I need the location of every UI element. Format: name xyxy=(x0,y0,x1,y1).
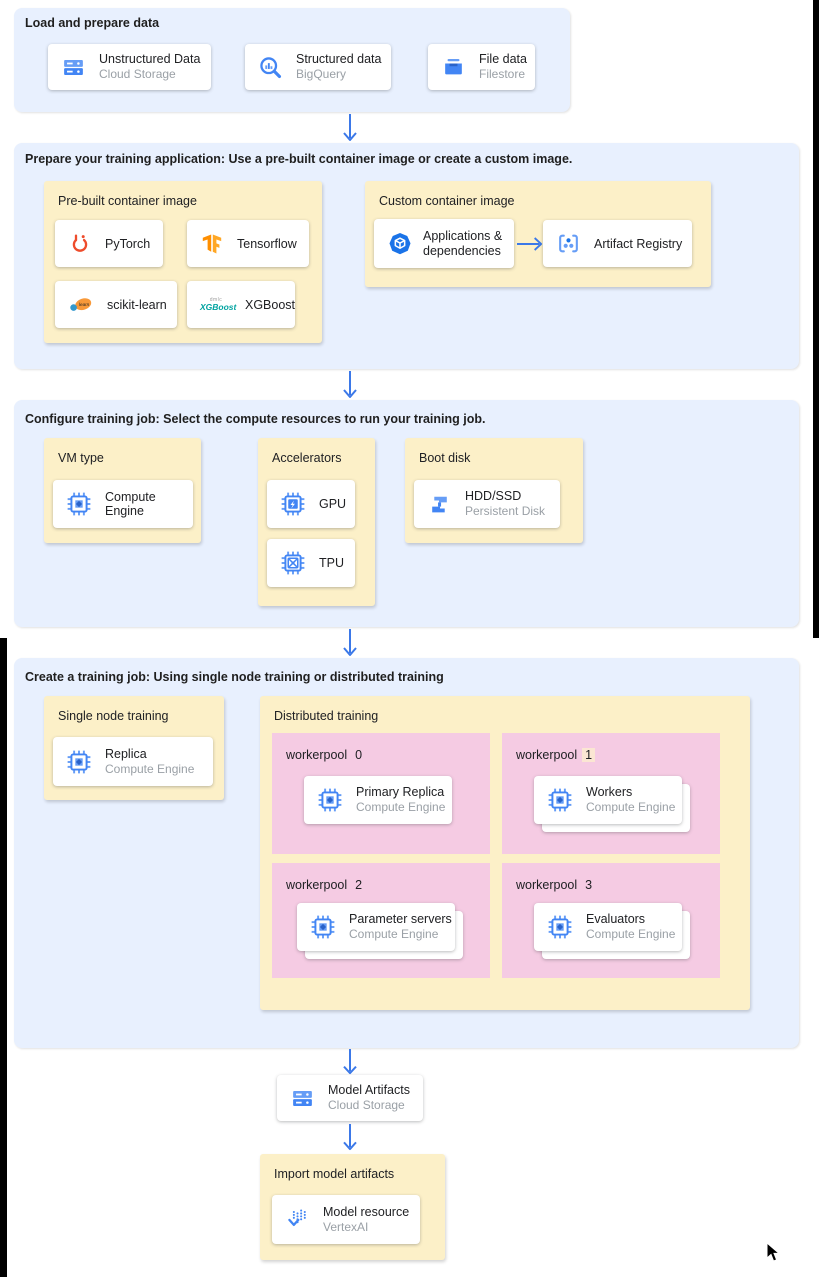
flow-arrow-down xyxy=(342,114,358,142)
card-scikit-learn: learn scikit-learn xyxy=(55,281,177,328)
panel-label: Boot disk xyxy=(419,451,471,465)
tensorflow-icon xyxy=(200,232,224,256)
card-title: scikit-learn xyxy=(107,297,167,312)
card-title: Model Artifacts xyxy=(328,1083,410,1097)
filestore-icon xyxy=(441,55,466,80)
flow-arrow-down xyxy=(342,1124,358,1151)
card-subtitle: Compute Engine xyxy=(586,927,676,941)
flow-arrow-down xyxy=(342,629,358,657)
persistent-disk-icon xyxy=(427,492,452,517)
card-title: Compute Engine xyxy=(105,490,156,518)
panel-label: Import model artifacts xyxy=(274,1167,395,1181)
card-title: Artifact Registry xyxy=(594,236,683,251)
card-artifact-registry: Artifact Registry xyxy=(543,220,692,267)
card-hdd-ssd: HDD/SSD Persistent Disk xyxy=(414,480,560,528)
card-title: HDD/SSD xyxy=(465,489,522,503)
card-title: XGBoost xyxy=(245,297,296,312)
card-tpu: TPU xyxy=(267,539,355,587)
svg-text:learn: learn xyxy=(79,302,90,307)
compute-engine-icon xyxy=(66,491,92,517)
card-parameter-servers: Parameter servers Compute Engine xyxy=(297,903,455,951)
flow-arrow-down xyxy=(342,1049,358,1075)
mouse-cursor xyxy=(766,1242,781,1262)
compute-engine-icon xyxy=(547,914,573,940)
card-file-data: File data Filestore xyxy=(428,44,535,90)
panel-label: Pre-built container image xyxy=(58,194,197,208)
compute-engine-icon xyxy=(310,914,336,940)
card-gpu: GPU xyxy=(267,480,355,528)
compute-engine-icon xyxy=(66,749,92,775)
right-edge-black-strip xyxy=(813,0,819,638)
card-title: File data xyxy=(479,52,527,66)
card-title: Evaluators xyxy=(586,912,646,926)
compute-engine-icon xyxy=(547,787,573,813)
card-title: Applications & dependencies xyxy=(423,228,503,258)
applications-dependencies-icon xyxy=(387,231,413,257)
card-primary-replica: Primary Replica Compute Engine xyxy=(304,776,452,824)
card-subtitle: VertexAI xyxy=(323,1219,369,1234)
card-xgboost: dmlc XGBoost XGBoost xyxy=(187,281,295,328)
card-title: Primary Replica xyxy=(356,785,445,799)
card-title: Tensorflow xyxy=(237,236,297,251)
tpu-icon xyxy=(280,550,306,576)
card-title: Parameter servers xyxy=(349,912,452,926)
section-title: Configure training job: Select the compu… xyxy=(25,412,486,426)
card-unstructured-data: Unstructured Data Cloud Storage xyxy=(48,44,211,90)
flow-arrow-down xyxy=(342,371,358,399)
card-subtitle: Persistent Disk xyxy=(465,504,546,518)
section-title: Load and prepare data xyxy=(25,16,160,30)
section-title: Create a training job: Using single node… xyxy=(25,670,444,684)
card-title: TPU xyxy=(319,556,344,570)
panel-label: Distributed training xyxy=(274,709,379,723)
card-pytorch: PyTorch xyxy=(55,220,163,267)
card-title: Unstructured Data xyxy=(99,52,201,66)
card-model-artifacts: Model Artifacts Cloud Storage xyxy=(277,1075,423,1121)
card-model-resource: Model resource VertexAI xyxy=(272,1195,420,1244)
card-title: GPU xyxy=(319,497,347,511)
card-subtitle: Compute Engine xyxy=(356,800,446,814)
cloud-storage-icon xyxy=(290,1086,315,1111)
pytorch-icon xyxy=(68,232,92,256)
card-subtitle: Compute Engine xyxy=(586,800,676,814)
compute-engine-icon xyxy=(317,787,343,813)
card-subtitle: BigQuery xyxy=(296,67,347,81)
card-title: PyTorch xyxy=(105,236,151,251)
card-subtitle: Filestore xyxy=(479,67,526,81)
card-evaluators: Evaluators Compute Engine xyxy=(534,903,682,951)
card-title: Structured data xyxy=(296,52,382,66)
flow-arrow-right xyxy=(517,236,543,252)
card-tensorflow: Tensorflow xyxy=(187,220,309,267)
panel-label: Custom container image xyxy=(379,194,515,208)
vertex-ai-icon xyxy=(285,1207,310,1232)
card-title: Workers xyxy=(586,785,633,799)
card-structured-data: Structured data BigQuery xyxy=(245,44,391,90)
card-subtitle: Compute Engine xyxy=(349,927,439,941)
panel-label: Single node training xyxy=(58,709,169,723)
artifact-registry-icon xyxy=(556,231,581,256)
panel-label: Accelerators xyxy=(272,451,342,465)
xgboost-icon: dmlc XGBoost xyxy=(200,296,237,312)
card-title: Model resource xyxy=(323,1204,410,1219)
left-edge-black-strip xyxy=(0,638,7,1277)
card-workers: Workers Compute Engine xyxy=(534,776,682,824)
card-subtitle: Cloud Storage xyxy=(99,67,176,81)
card-compute-engine: Compute Engine xyxy=(53,480,193,528)
card-applications-dependencies: Applications & dependencies xyxy=(374,219,514,268)
card-subtitle: Cloud Storage xyxy=(328,1098,405,1112)
card-subtitle: Compute Engine xyxy=(105,761,195,776)
section-title: Prepare your training application: Use a… xyxy=(25,152,573,166)
card-replica: Replica Compute Engine xyxy=(53,737,213,786)
panel-label: VM type xyxy=(58,451,104,465)
cloud-storage-icon xyxy=(61,55,86,80)
bigquery-icon xyxy=(258,55,283,80)
gpu-icon xyxy=(280,491,306,517)
scikit-learn-icon: learn xyxy=(68,293,94,317)
card-title: Replica xyxy=(105,746,147,761)
